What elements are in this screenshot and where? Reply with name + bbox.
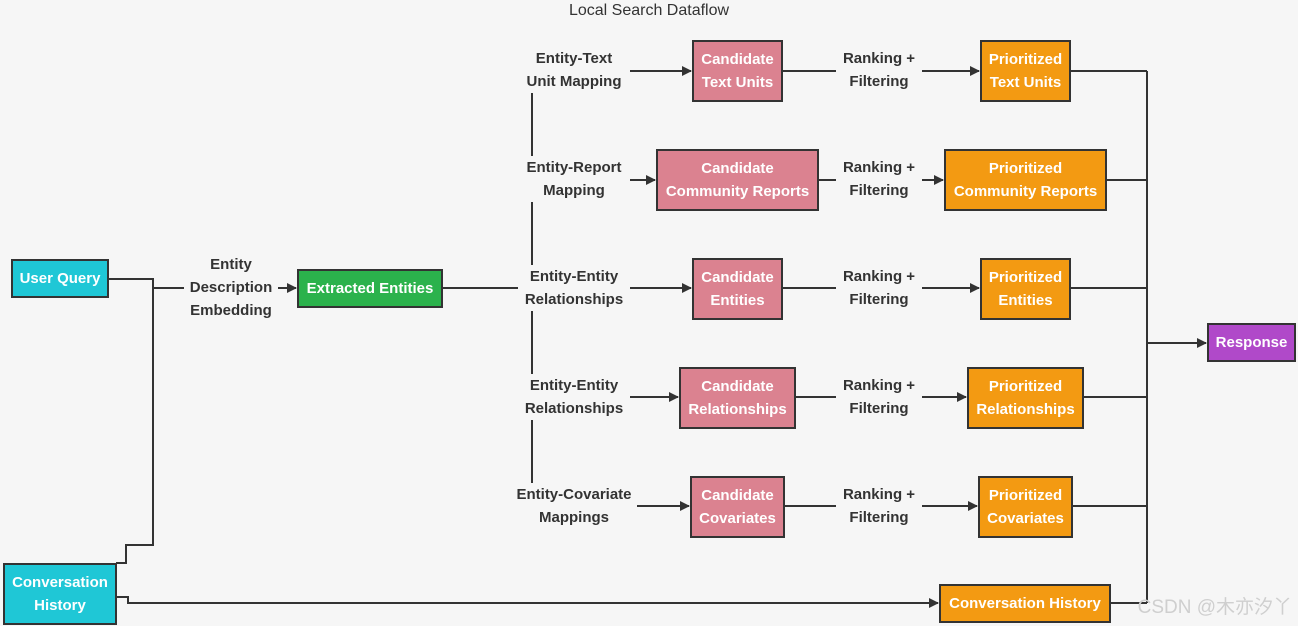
prioritized-covariates-node: Prioritized Covariates: [978, 476, 1073, 538]
user-query-node: User Query: [11, 259, 109, 298]
candidate-relationships-node: Candidate Relationships: [679, 367, 796, 429]
ranking-filtering-label: Ranking + Filtering: [836, 265, 922, 311]
candidate-entities-node: Candidate Entities: [692, 258, 783, 320]
prioritized-relationships-node: Prioritized Relationships: [967, 367, 1084, 429]
entity-covariate-mappings-label: Entity-Covariate Mappings: [511, 483, 637, 529]
candidate-community-reports-node: Candidate Community Reports: [656, 149, 819, 211]
response-node: Response: [1207, 323, 1296, 362]
ranking-filtering-label: Ranking + Filtering: [836, 483, 922, 529]
entity-entity-relationships-label: Entity-Entity Relationships: [518, 374, 630, 420]
candidate-covariates-node: Candidate Covariates: [690, 476, 785, 538]
entity-text-unit-mapping-label: Entity-Text Unit Mapping: [518, 47, 630, 93]
diagram-title: Local Search Dataflow: [568, 2, 730, 19]
ranking-filtering-label: Ranking + Filtering: [836, 47, 922, 93]
candidate-text-units-node: Candidate Text Units: [692, 40, 783, 102]
ranking-filtering-label: Ranking + Filtering: [836, 374, 922, 420]
entity-report-mapping-label: Entity-Report Mapping: [518, 156, 630, 202]
prioritized-text-units-node: Prioritized Text Units: [980, 40, 1071, 102]
edge-history-join: [116, 279, 154, 564]
conversation-history-output-node: Conversation History: [939, 584, 1111, 623]
entity-description-embedding-label: Entity Description Embedding: [184, 253, 278, 322]
prioritized-entities-node: Prioritized Entities: [980, 258, 1071, 320]
edge-history-output: [116, 596, 939, 608]
extracted-entities-node: Extracted Entities: [297, 269, 443, 308]
ranking-filtering-label: Ranking + Filtering: [836, 156, 922, 202]
prioritized-community-reports-node: Prioritized Community Reports: [944, 149, 1107, 211]
watermark: CSDN @木亦汐丫: [1137, 597, 1292, 618]
entity-entity-relationships-label: Entity-Entity Relationships: [518, 265, 630, 311]
conversation-history-input-node: Conversation History: [3, 563, 117, 625]
